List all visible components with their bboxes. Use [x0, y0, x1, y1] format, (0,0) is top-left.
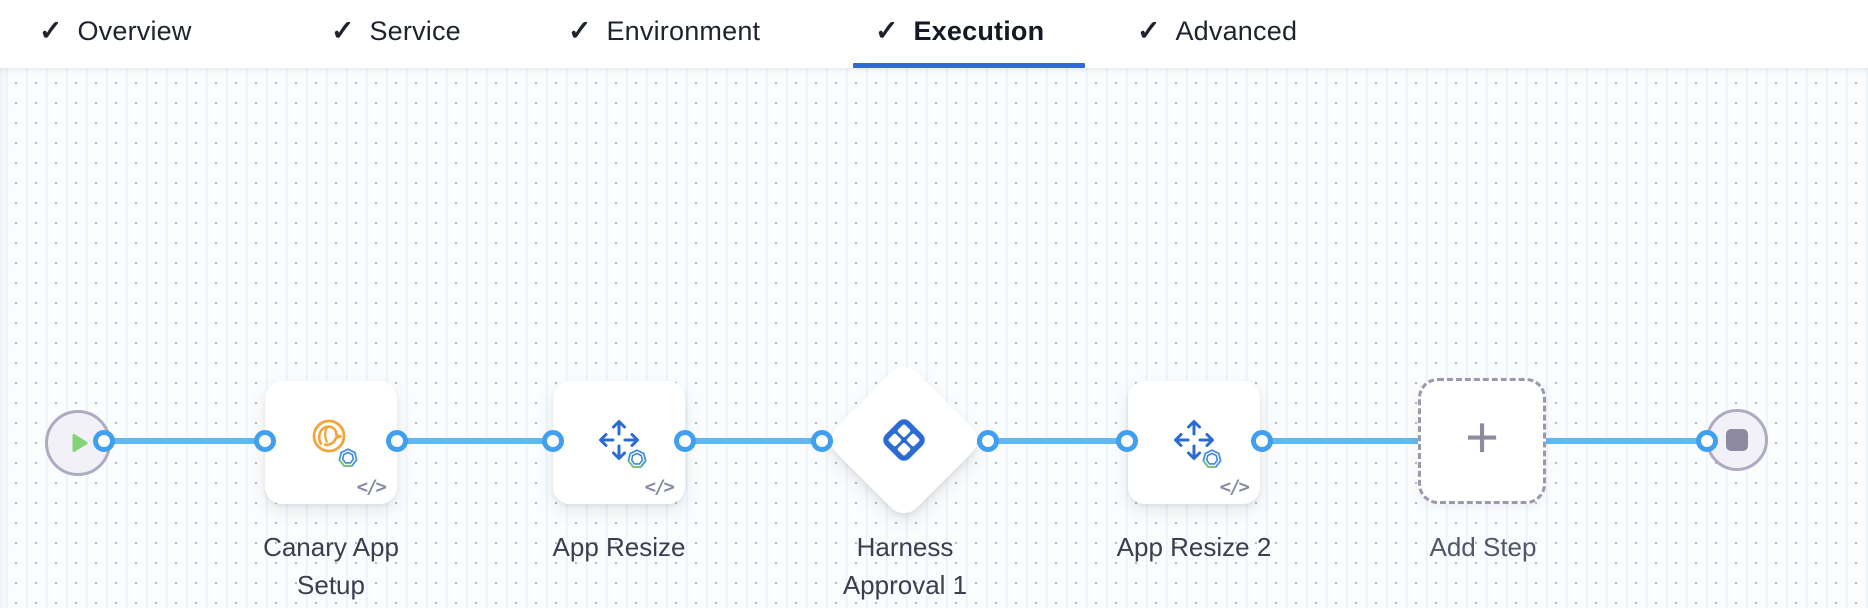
stage-config-tabbar: ✓ Overview ✓ Service ✓ Environment ✓ Exe…: [0, 0, 1868, 68]
step-node-harness-approval[interactable]: [823, 359, 985, 521]
resize-arrows-icon: [1174, 420, 1214, 460]
stop-icon: [1726, 429, 1748, 451]
step-label-app-resize: App Resize: [552, 532, 686, 562]
tab-label: Service: [369, 16, 461, 46]
step-label-harness-approval: Harness Approval 1: [842, 532, 968, 600]
hexagon-template-badge-icon: [338, 448, 358, 467]
connector-point[interactable]: [1251, 430, 1273, 452]
check-icon: ✓: [331, 14, 355, 46]
harness-approval-icon-holder: [847, 383, 961, 497]
harness-approval-icon: [883, 419, 925, 461]
check-icon: ✓: [875, 14, 899, 46]
active-tab-underline: [853, 63, 1085, 68]
connector-point[interactable]: [542, 430, 564, 452]
check-icon: ✓: [568, 14, 592, 46]
connector-point[interactable]: [386, 430, 408, 452]
check-icon: ✓: [39, 14, 63, 46]
connector-point[interactable]: [977, 430, 999, 452]
connector-point[interactable]: [811, 430, 833, 452]
connector-point[interactable]: [1116, 430, 1138, 452]
step-label-canary-app-setup: Canary App Setup: [263, 532, 399, 600]
tab-label: Execution: [913, 16, 1045, 46]
connector-point[interactable]: [93, 430, 115, 452]
hexagon-template-badge-icon: [1202, 449, 1222, 468]
add-step-label: Add Step: [1429, 532, 1537, 562]
tab-label: Advanced: [1175, 16, 1298, 46]
tab-execution[interactable]: ✓ Execution: [875, 0, 1044, 63]
step-node-app-resize-2[interactable]: </>: [1128, 381, 1260, 504]
tab-overview[interactable]: ✓ Overview: [39, 0, 192, 63]
tab-environment[interactable]: ✓ Environment: [568, 0, 760, 63]
resize-arrows-icon: [599, 420, 639, 460]
check-icon: ✓: [1137, 14, 1161, 46]
connector-point[interactable]: [1696, 430, 1718, 452]
connector-point[interactable]: [254, 430, 276, 452]
step-node-canary-app-setup[interactable]: </>: [265, 381, 397, 504]
plus-icon: +: [1465, 405, 1499, 470]
tab-advanced[interactable]: ✓ Advanced: [1137, 0, 1297, 63]
play-icon: [72, 434, 88, 452]
canary-icon: [312, 419, 346, 453]
pipeline-start-node: [45, 410, 111, 476]
pipeline-canvas[interactable]: </> </>: [0, 68, 1868, 608]
tab-label: Overview: [77, 16, 192, 46]
step-node-app-resize[interactable]: </>: [553, 381, 685, 504]
step-label-app-resize-2: App Resize 2: [1116, 532, 1272, 562]
hexagon-template-badge-icon: [627, 449, 647, 468]
code-template-icon: </>: [644, 476, 675, 498]
add-step-button[interactable]: +: [1418, 378, 1546, 504]
tab-label: Environment: [606, 16, 761, 46]
tab-service[interactable]: ✓ Service: [331, 0, 461, 63]
code-template-icon: </>: [356, 476, 387, 498]
pipeline-end-node: [1706, 409, 1768, 471]
code-template-icon: </>: [1219, 476, 1250, 498]
connector-point[interactable]: [674, 430, 696, 452]
